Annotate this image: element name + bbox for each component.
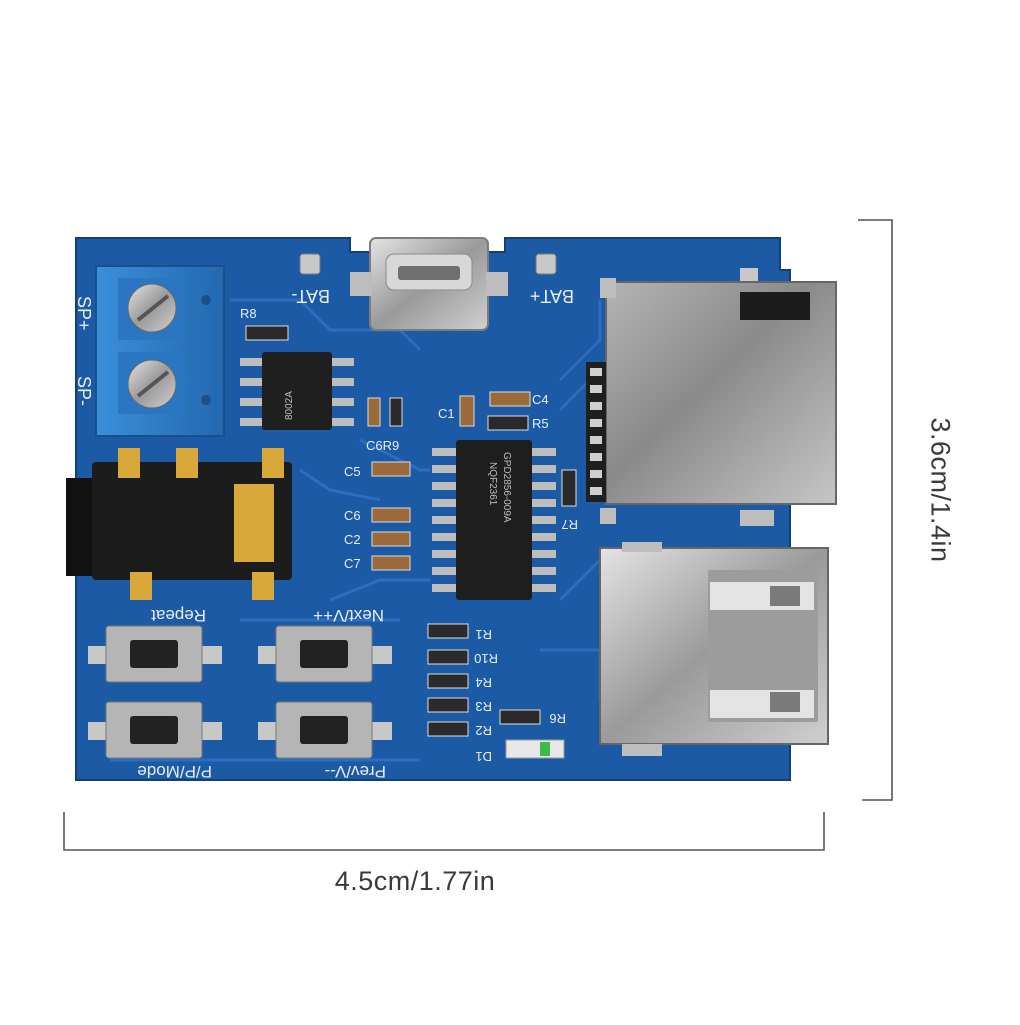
width-dimension-line bbox=[63, 812, 825, 851]
label-c1: C1 bbox=[438, 406, 455, 421]
width-dimension-label: 4.5cm/1.77in bbox=[334, 866, 496, 896]
tact-button-1 bbox=[88, 625, 222, 683]
tact-button-4 bbox=[258, 701, 392, 759]
corner-pad bbox=[740, 268, 758, 282]
label-c5: C5 bbox=[344, 464, 361, 479]
label-c2: C2 bbox=[344, 532, 361, 547]
amplifier-chip bbox=[240, 352, 354, 430]
label-r6: R6 bbox=[549, 711, 566, 726]
main-chip-submarking: NQF2361 bbox=[487, 462, 498, 506]
label-r8: R8 bbox=[240, 306, 257, 321]
label-bat-minus: BAT- bbox=[291, 286, 330, 306]
label-repeat: Repeat bbox=[151, 606, 206, 625]
micro-sd-slot bbox=[586, 278, 837, 526]
label-r1: R1 bbox=[475, 627, 492, 642]
label-d1: D1 bbox=[475, 749, 492, 764]
speaker-terminal-block bbox=[95, 265, 225, 437]
label-c4: C4 bbox=[532, 392, 549, 407]
height-dimension-line bbox=[858, 219, 893, 801]
label-sp-plus: SP+ bbox=[74, 296, 94, 331]
audio-jack bbox=[66, 448, 292, 600]
label-c6: C6 bbox=[344, 508, 361, 523]
small-components bbox=[245, 325, 577, 759]
height-dimension-label: 3.6cm/1.4in bbox=[925, 417, 956, 563]
usb-a-port bbox=[599, 542, 829, 756]
label-r7: R7 bbox=[561, 517, 578, 532]
silkscreen-text: SP+ SP- BAT- BAT+ R8 C1 C4 R5 C6R9 C5 C6… bbox=[74, 286, 578, 781]
amp-chip-marking: 8002A bbox=[284, 391, 295, 420]
decoder-chip bbox=[432, 440, 556, 600]
label-r4: R4 bbox=[475, 675, 492, 690]
tact-buttons bbox=[88, 625, 392, 759]
dimension-lines bbox=[63, 219, 893, 851]
label-prev: Prev/V-- bbox=[325, 762, 386, 781]
micro-usb-port bbox=[350, 237, 508, 331]
label-r2: R2 bbox=[475, 723, 492, 738]
label-r3: R3 bbox=[475, 699, 492, 714]
bat-plus-pad bbox=[535, 253, 557, 275]
tact-button-3 bbox=[88, 701, 222, 759]
tact-button-2 bbox=[258, 625, 392, 683]
label-next: Next/V++ bbox=[313, 606, 384, 625]
label-bat-plus: BAT+ bbox=[530, 286, 574, 306]
bat-minus-pad bbox=[299, 253, 321, 275]
label-r5: R5 bbox=[532, 416, 549, 431]
label-c6r9: C6R9 bbox=[366, 438, 399, 453]
label-sp-minus: SP- bbox=[74, 376, 94, 406]
label-pp-mode: P/P/Mode bbox=[137, 762, 212, 781]
label-c7: C7 bbox=[344, 556, 361, 571]
label-r10: R10 bbox=[474, 651, 498, 666]
main-chip-marking: GPD2856-009A bbox=[501, 452, 512, 523]
